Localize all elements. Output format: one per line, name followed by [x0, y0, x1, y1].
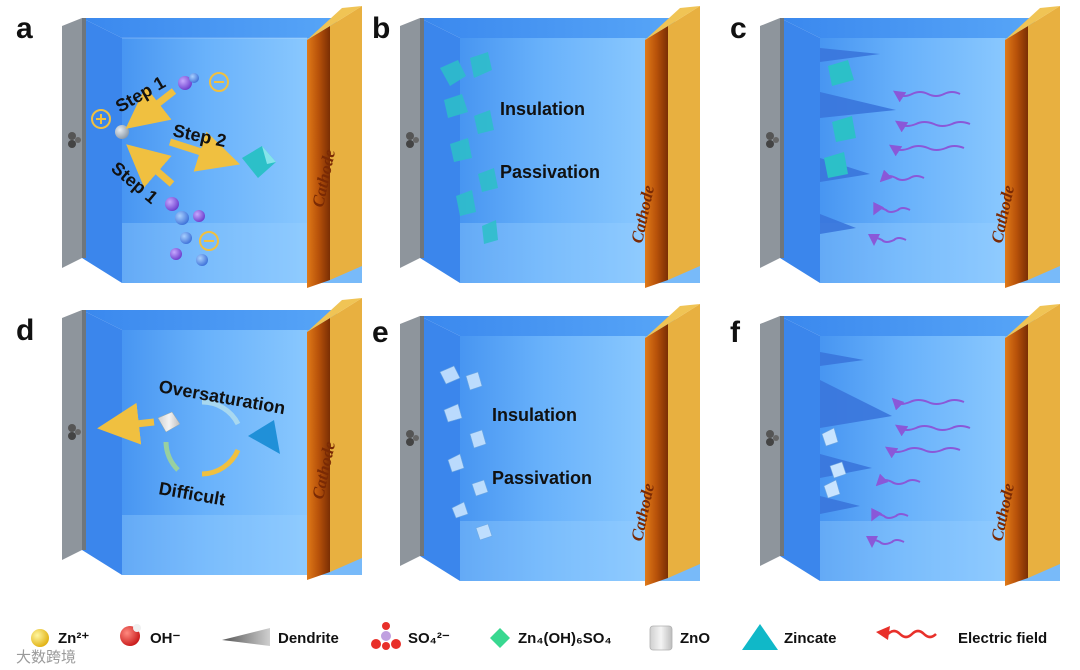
- panel-e: Insulation Passivation Cathode: [400, 304, 700, 586]
- passivation-label: Passivation: [492, 468, 592, 488]
- zn2plus-sphere-icon: [31, 629, 49, 647]
- legend-label-zhs: Zn₄(OH)₆SO₄: [518, 630, 612, 647]
- panel-label-c: c: [730, 12, 747, 45]
- panel-b: Insulation Passivation Cathode: [400, 6, 700, 288]
- legend-item-efield: Electric field: [876, 626, 1047, 647]
- panel-d: Oversaturation Difficult Cathode: [62, 298, 362, 580]
- step1-bottom-arrow: [126, 144, 175, 188]
- legend: Zn²⁺ OH⁻ Dendrite SO₄²⁻ Zn₄(OH)₆SO₄: [31, 622, 1047, 651]
- insulation-label: Insulation: [492, 405, 577, 425]
- passivation-label: Passivation: [500, 162, 600, 182]
- legend-label-oh: OH⁻: [150, 630, 181, 647]
- legend-item-zincate: Zincate: [742, 624, 837, 650]
- zhs-crystal-icon: [490, 628, 510, 648]
- cycle-arrows: [163, 399, 241, 477]
- insulation-label: Insulation: [500, 99, 585, 119]
- sulfate-particle: [193, 210, 205, 222]
- zincate-pyramid-icon: [742, 624, 778, 650]
- panel-label-f: f: [730, 316, 741, 349]
- plus-charge-icon: [91, 109, 111, 129]
- electric-field-arrow-icon: [876, 626, 937, 640]
- oh-particle: [175, 211, 189, 225]
- legend-label-zincate: Zincate: [784, 630, 837, 647]
- zno-cylinder-icon: [649, 625, 673, 651]
- legend-label-efield: Electric field: [958, 630, 1047, 647]
- zn-ion: [115, 125, 129, 139]
- legend-label-zn: Zn²⁺: [58, 630, 89, 647]
- sulfate-particle: [170, 248, 182, 260]
- sulfate-molecule-icon: [371, 622, 401, 650]
- sulfate-particle: [165, 197, 179, 211]
- minus-charge-icon: [209, 72, 229, 92]
- legend-item-zhs: Zn₄(OH)₆SO₄: [490, 628, 612, 648]
- dissolution-arrow: [97, 402, 155, 445]
- zhs-crystals: [824, 60, 856, 178]
- zno-passivation-layer: [439, 365, 493, 541]
- step2-arrow: [168, 131, 241, 172]
- minus-charge-icon: [199, 231, 219, 251]
- oh-particle: [180, 232, 192, 244]
- panel-label-b: b: [372, 12, 390, 45]
- legend-label-zno: ZnO: [680, 630, 710, 647]
- panel-a: Step 1 Step 2 Step 1 Cathode: [62, 6, 362, 288]
- dendrite-icon: [222, 628, 270, 646]
- zno-crystal: [157, 411, 181, 433]
- panel-f: Cathode: [760, 304, 1060, 586]
- panel-c: Cathode: [760, 6, 1060, 288]
- electric-field-arrows: [868, 90, 971, 246]
- sulfate-particle: [178, 76, 192, 90]
- legend-item-zno: ZnO: [649, 625, 710, 651]
- legend-label-dendrite: Dendrite: [278, 630, 339, 647]
- step1-top-arrow: [125, 86, 177, 129]
- legend-item-oh: OH⁻: [120, 624, 181, 647]
- electric-field-arrows: [866, 397, 971, 548]
- oh-particle: [189, 73, 199, 83]
- panel-label-d: d: [16, 314, 34, 347]
- panel-label-a: a: [16, 12, 33, 45]
- zincate-crystal: [248, 420, 280, 454]
- passivation-layer: [440, 52, 498, 244]
- legend-item-dendrite: Dendrite: [222, 628, 339, 647]
- legend-item-so4: SO₄²⁻: [371, 622, 450, 650]
- panel-label-e: e: [372, 316, 389, 349]
- legend-label-so4: SO₄²⁻: [408, 630, 450, 647]
- watermark: 大数跨境: [16, 648, 76, 666]
- oh-particle: [196, 254, 208, 266]
- legend-item-zn: Zn²⁺: [31, 629, 89, 647]
- zno-crystals: [821, 427, 847, 499]
